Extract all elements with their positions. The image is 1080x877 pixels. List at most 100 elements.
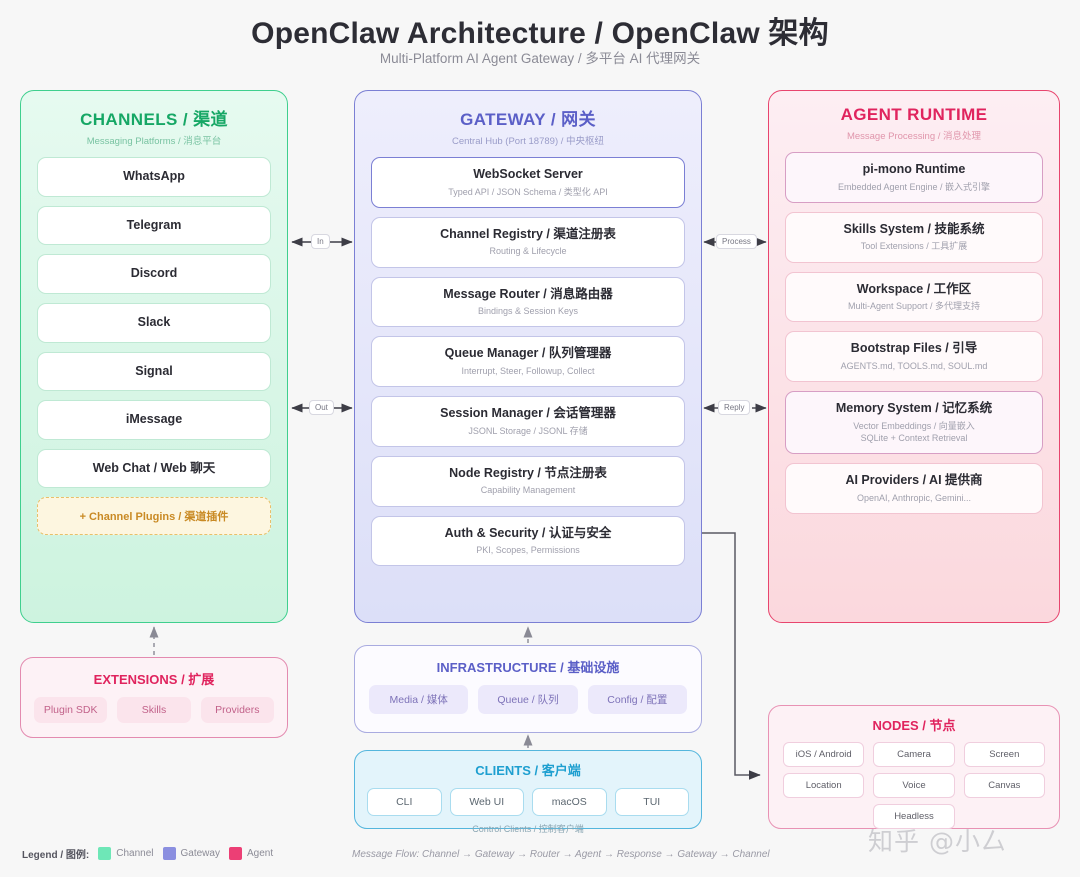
agent-item-title: Bootstrap Files / 引导	[850, 341, 978, 356]
page-subtitle: Multi-Platform AI Agent Gateway / 多平台 AI…	[379, 51, 701, 66]
column-agent-runtime: AGENT RUNTIME Message Processing / 消息处理 …	[768, 90, 1060, 623]
connector-label-in: In	[311, 234, 330, 249]
column-channels: CHANNELS / 渠道 Messaging Platforms / 消息平台…	[20, 90, 288, 623]
connector-label-out: Out	[309, 400, 334, 415]
gateway-item[interactable]: Queue Manager / 队列管理器 Interrupt, Steer, …	[371, 336, 685, 388]
infrastructure-chip[interactable]: Media / 媒体	[369, 685, 469, 714]
gateway-item-sub: Capability Management	[480, 485, 576, 496]
legend: Legend / 图例: Channel Gateway Agent	[22, 846, 273, 861]
node-chip[interactable]: iOS / Android	[783, 742, 865, 767]
channel-label: iMessage	[125, 412, 183, 427]
agent-item[interactable]: Skills System / 技能系统 Tool Extensions / 工…	[785, 211, 1043, 263]
agent-item[interactable]: Workspace / 工作区 Multi-Agent Support / 多代…	[785, 271, 1043, 323]
agent-item-title: Skills System / 技能系统	[843, 221, 985, 236]
agent-subtitle: Message Processing / 消息处理	[846, 131, 982, 142]
gateway-item[interactable]: Session Manager / 会话管理器 JSONL Storage / …	[371, 396, 685, 447]
extension-chip[interactable]: Plugin SDK	[34, 697, 108, 723]
channel-item[interactable]: Web Chat / Web 聊天	[37, 448, 271, 489]
agent-item[interactable]: pi-mono Runtime Embedded Agent Engine / …	[785, 152, 1043, 203]
agent-item-sub: Multi-Agent Support / 多代理支持	[847, 301, 981, 312]
page-title: OpenClaw Architecture / OpenClaw 架构	[251, 17, 829, 50]
node-chip[interactable]: Voice	[873, 773, 955, 798]
agent-item-sub: Vector Embeddings / 向量嵌入 SQLite + Contex…	[853, 420, 975, 443]
legend-item-channel: Channel	[98, 847, 154, 860]
agent-title: AGENT RUNTIME	[840, 105, 988, 124]
gateway-item-title: Auth & Security / 认证与安全	[444, 525, 612, 540]
gateway-item-title: Queue Manager / 队列管理器	[444, 346, 612, 361]
client-chip[interactable]: TUI	[614, 788, 689, 816]
agent-item[interactable]: Bootstrap Files / 引导 AGENTS.md, TOOLS.md…	[785, 331, 1043, 383]
message-flow-note: Message Flow: Channel → Gateway → Router…	[352, 849, 770, 860]
gateway-item[interactable]: Auth & Security / 认证与安全 PKI, Scopes, Per…	[371, 515, 685, 567]
legend-item-gateway: Gateway	[162, 847, 220, 860]
extension-chip[interactable]: Providers	[200, 697, 274, 723]
legend-text-gateway: Gateway	[180, 848, 220, 859]
client-chip[interactable]: Web UI	[449, 788, 524, 816]
panel-extensions: EXTENSIONS / 扩展 Plugin SDK Skills Provid…	[20, 657, 288, 738]
agent-item-sub: AGENTS.md, TOOLS.md, SOUL.md	[840, 360, 988, 371]
client-chip[interactable]: macOS	[532, 788, 607, 816]
connector-label-reply: Reply	[718, 400, 751, 415]
agent-item-sub: Embedded Agent Engine / 嵌入式引擎	[837, 181, 991, 192]
extension-chip[interactable]: Skills	[117, 697, 191, 723]
node-chip-headless[interactable]: Headless	[873, 804, 955, 829]
gateway-item-title: Session Manager / 会话管理器	[440, 406, 616, 421]
channel-label: Signal	[135, 363, 173, 378]
connector-label-process: Process	[716, 234, 757, 249]
agent-item[interactable]: AI Providers / AI 提供商 OpenAI, Anthropic,…	[785, 462, 1043, 514]
infrastructure-title: INFRASTRUCTURE / 基础设施	[436, 660, 620, 675]
channel-label: WhatsApp	[123, 169, 185, 183]
clients-chips: CLI Web UI macOS TUI	[355, 788, 701, 816]
legend-label: Legend / 图例:	[22, 850, 90, 861]
agent-item-title: Memory System / 记忆系统	[835, 401, 993, 416]
extensions-title: EXTENSIONS / 扩展	[93, 672, 215, 687]
gateway-item-sub: JSONL Storage / JSONL 存储	[468, 425, 588, 436]
agent-item-title: AI Providers / AI 提供商	[845, 472, 983, 487]
channel-item[interactable]: Signal	[37, 351, 271, 392]
gateway-subtitle: Central Hub (Port 18789) / 中央枢纽	[451, 136, 605, 147]
agent-item[interactable]: Memory System / 记忆系统 Vector Embeddings /…	[785, 391, 1043, 454]
gateway-item-title: Channel Registry / 渠道注册表	[440, 226, 616, 241]
client-chip[interactable]: CLI	[367, 788, 442, 816]
column-gateway: GATEWAY / 网关 Central Hub (Port 18789) / …	[354, 90, 702, 623]
node-chip[interactable]: Screen	[963, 742, 1045, 767]
channel-item[interactable]: iMessage	[37, 400, 271, 440]
node-chip[interactable]: Camera	[873, 742, 955, 767]
legend-swatch-channel	[98, 847, 112, 860]
extensions-chips: Plugin SDK Skills Providers	[21, 697, 287, 723]
channel-item[interactable]: WhatsApp	[37, 157, 271, 197]
agent-header: AGENT RUNTIME Message Processing / 消息处理	[769, 91, 1059, 142]
clients-footnote: Control Clients / 控制客户端	[472, 824, 584, 834]
agent-item-title: pi-mono Runtime	[862, 162, 966, 176]
gateway-header: GATEWAY / 网关 Central Hub (Port 18789) / …	[355, 91, 701, 147]
infrastructure-chip[interactable]: Config / 配置	[587, 685, 687, 714]
panel-infrastructure: INFRASTRUCTURE / 基础设施 Media / 媒体 Queue /…	[354, 645, 702, 733]
agent-item-title: Workspace / 工作区	[856, 281, 972, 296]
gateway-item[interactable]: Node Registry / 节点注册表 Capability Managem…	[371, 455, 685, 507]
watermark: 知乎 @小厶	[868, 827, 1007, 856]
channel-label: Discord	[130, 266, 178, 281]
node-chip[interactable]: Location	[783, 773, 865, 798]
gateway-item[interactable]: Message Router / 消息路由器 Bindings & Sessio…	[371, 276, 685, 328]
node-chip[interactable]: Canvas	[963, 773, 1045, 798]
gateway-item[interactable]: WebSocket Server Typed API / JSON Schema…	[371, 157, 685, 208]
infrastructure-chips: Media / 媒体 Queue / 队列 Config / 配置	[355, 685, 701, 714]
channel-plugins-card[interactable]: + Channel Plugins / 渠道插件	[37, 497, 271, 536]
infrastructure-chip[interactable]: Queue / 队列	[478, 685, 578, 714]
clients-title: CLIENTS / 客户端	[475, 763, 581, 778]
gateway-item[interactable]: Channel Registry / 渠道注册表 Routing & Lifec…	[371, 216, 685, 268]
agent-item-sub: OpenAI, Anthropic, Gemini...	[856, 492, 972, 503]
gateway-item-sub: PKI, Scopes, Permissions	[476, 545, 580, 556]
gateway-title: GATEWAY / 网关	[460, 110, 596, 129]
channel-item[interactable]: Slack	[37, 302, 271, 343]
channels-subtitle: Messaging Platforms / 消息平台	[86, 136, 222, 147]
channels-header: CHANNELS / 渠道 Messaging Platforms / 消息平台	[21, 91, 287, 147]
channel-item[interactable]: Telegram	[37, 205, 271, 246]
legend-swatch-gateway	[162, 847, 176, 860]
channels-title: CHANNELS / 渠道	[80, 110, 228, 129]
agent-list: pi-mono Runtime Embedded Agent Engine / …	[769, 142, 1059, 514]
panel-nodes: NODES / 节点 iOS / Android Camera Screen L…	[768, 705, 1060, 829]
gateway-item-sub: Routing & Lifecycle	[489, 246, 567, 257]
channel-item[interactable]: Discord	[37, 254, 271, 294]
